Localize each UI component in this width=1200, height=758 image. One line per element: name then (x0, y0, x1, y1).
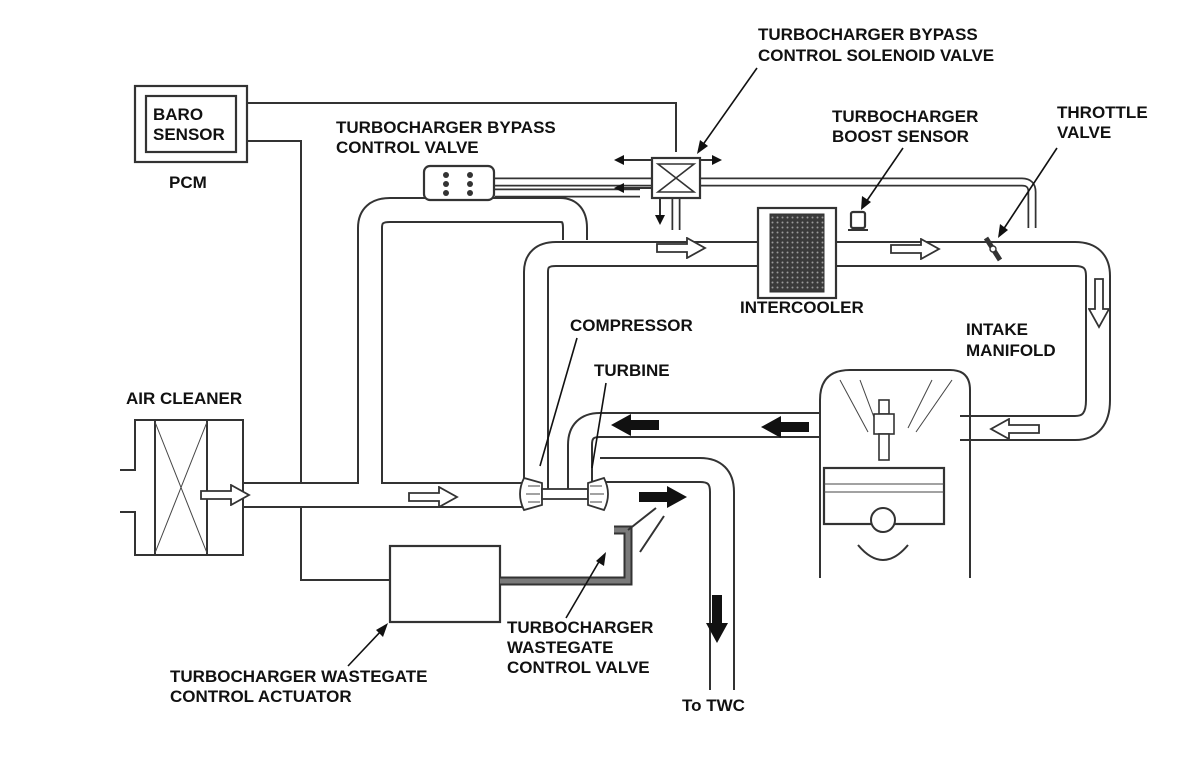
turbine: TURBINE (587, 361, 670, 512)
butterfly-valve-icon: THROTTLE VALVE (983, 103, 1148, 262)
air-cleaner-label: AIR CLEANER (126, 389, 242, 408)
wastegate-valve-label-1: TURBOCHARGER (507, 618, 653, 637)
to-twc-label: To TWC (682, 696, 745, 715)
solid-arrow-icon (639, 486, 687, 508)
wastegate-valve-label-2: WASTEGATE (507, 638, 613, 657)
boost-sensor-label-2: BOOST SENSOR (832, 127, 969, 146)
boost-sensor-label-1: TURBOCHARGER (832, 107, 978, 126)
intercooler: INTERCOOLER (740, 206, 864, 317)
solenoid-leader (701, 67, 758, 147)
bypass-solenoid-label-2: CONTROL SOLENOID VALVE (758, 46, 994, 65)
intercooler-label: INTERCOOLER (740, 298, 864, 317)
air-cleaner: AIR CLEANER (120, 389, 244, 556)
solenoid-valve-icon: TURBOCHARGER BYPASS CONTROL SOLENOID VAL… (614, 25, 994, 225)
compressor-label: COMPRESSOR (570, 316, 693, 335)
actuator-leader (347, 629, 383, 667)
bypass-solenoid-label-1: TURBOCHARGER BYPASS (758, 25, 978, 44)
throttle-arrowhead (998, 224, 1008, 238)
spark-plug-icon (873, 399, 895, 461)
pcm-wiring (247, 102, 677, 581)
throttle-label-2: VALVE (1057, 123, 1111, 142)
intake-piping-inner (243, 199, 1109, 690)
turbo-shaft (541, 488, 589, 500)
intake-manifold-label-1: INTAKE (966, 320, 1028, 339)
wastegate-valve-arrowhead (596, 552, 606, 566)
compressor: COMPRESSOR (519, 316, 693, 512)
compressor-leader (539, 337, 578, 467)
actuator-leader-arrowhead (376, 623, 388, 637)
control-tubes (495, 177, 1037, 230)
solenoid-leader-arrowhead (697, 140, 708, 154)
throttle-label-1: THROTTLE (1057, 103, 1148, 122)
turbine-label: TURBINE (594, 361, 670, 380)
engine-cylinder (819, 369, 971, 578)
turbine-leader (591, 382, 607, 469)
boost-sensor-leader (865, 147, 904, 203)
baro-sensor-label-1: BARO (153, 105, 203, 124)
wastegate-valve: TURBOCHARGER WASTEGATE CONTROL VALVE (500, 507, 665, 677)
boost-sensor: TURBOCHARGER BOOST SENSOR (832, 107, 978, 231)
bypass-valve-label-2: CONTROL VALVE (336, 138, 479, 157)
wastegate-valve-leader (565, 559, 601, 619)
intake-manifold-label-2: MANIFOLD (966, 341, 1056, 360)
pcm-label: PCM (169, 173, 207, 192)
bypass-valve-label-1: TURBOCHARGER BYPASS (336, 118, 556, 137)
intake-flow-arrows (199, 237, 1110, 508)
boost-sensor-arrowhead (861, 196, 871, 210)
bypass-control-valve: TURBOCHARGER BYPASS CONTROL VALVE (336, 118, 556, 202)
baro-sensor-label-2: SENSOR (153, 125, 225, 144)
wastegate-actuator: TURBOCHARGER WASTEGATE CONTROL ACTUATOR (170, 544, 502, 706)
wastegate-actuator-label-1: TURBOCHARGER WASTEGATE (170, 667, 428, 686)
pcm-unit: BARO SENSOR PCM (133, 84, 249, 192)
hollow-arrow-icon (199, 484, 251, 506)
wastegate-valve-label-3: CONTROL VALVE (507, 658, 650, 677)
throttle-leader (1002, 147, 1058, 231)
wastegate-actuator-label-2: CONTROL ACTUATOR (170, 687, 352, 706)
